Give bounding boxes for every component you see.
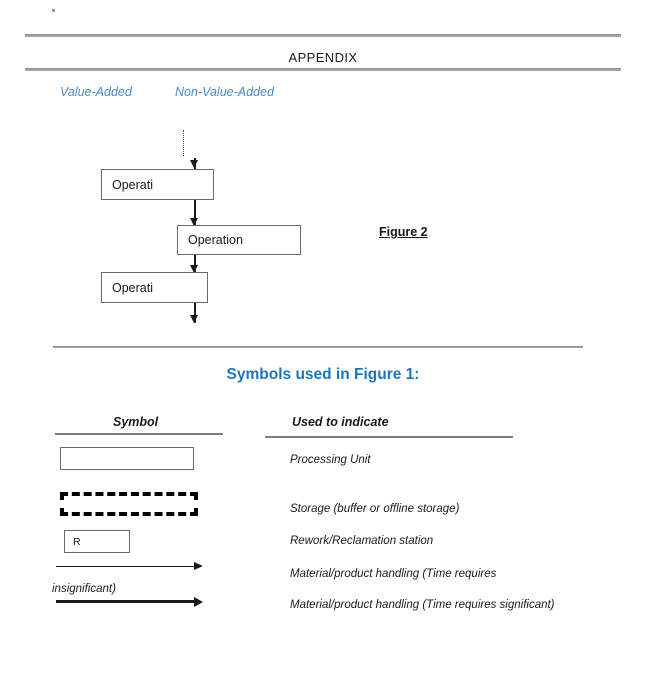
legend-description-handling-significant: Material/product handling (Time requires… (290, 599, 555, 611)
legend-description-rework: Rework/Reclamation station (290, 535, 434, 547)
thin-arrow-head (194, 562, 203, 571)
process-flow-diagram: Operati Operation Operati Figure 2 (101, 130, 428, 323)
thin-arrow-shaft (56, 566, 196, 568)
operation-box-2: Operation (177, 225, 301, 255)
stray-period-mark (52, 9, 55, 12)
connector-line-2-to-3 (194, 255, 196, 273)
symbol-rework-station-box: R (64, 530, 130, 553)
header-rule-bottom (25, 68, 621, 71)
legend-description-storage: Storage (buffer or offline storage) (290, 503, 460, 515)
arrowhead-1-to-2 (190, 218, 198, 226)
caption-value-added: Value-Added (60, 85, 132, 99)
legend-description-processing-unit: Processing Unit (290, 454, 371, 466)
page-title: APPENDIX (288, 50, 358, 65)
dotted-inflow-line (183, 130, 184, 156)
section-divider-rule (53, 346, 583, 348)
symbol-storage-dashed-rectangle (60, 492, 198, 516)
header-rule-top (25, 34, 621, 37)
operation-box-3: Operati (101, 272, 208, 303)
thick-arrow-head (194, 597, 203, 608)
wrapped-continuation-text: insignificant) (52, 583, 116, 595)
column-header-symbol-underline (55, 433, 223, 435)
arrowhead-2-to-3 (190, 265, 198, 273)
connector-line-exit (194, 303, 196, 323)
caption-non-value-added: Non-Value-Added (175, 85, 274, 99)
column-header-symbol: Symbol (113, 415, 159, 429)
arrowhead-exit (190, 315, 198, 323)
arrowhead-entry (190, 160, 198, 168)
thick-arrow-shaft (56, 600, 196, 604)
legend-description-handling-insignificant: Material/product handling (Time requires (290, 568, 497, 580)
connector-line-1-to-2 (194, 200, 196, 226)
symbol-processing-unit-rectangle (60, 447, 194, 470)
figure-2-label: Figure 2 (379, 225, 428, 239)
symbols-section-heading: Symbols used in Figure 1: (226, 366, 420, 383)
operation-box-1: Operati (101, 169, 214, 200)
column-header-used-underline (265, 436, 513, 438)
column-header-used-to-indicate: Used to indicate (292, 415, 389, 429)
